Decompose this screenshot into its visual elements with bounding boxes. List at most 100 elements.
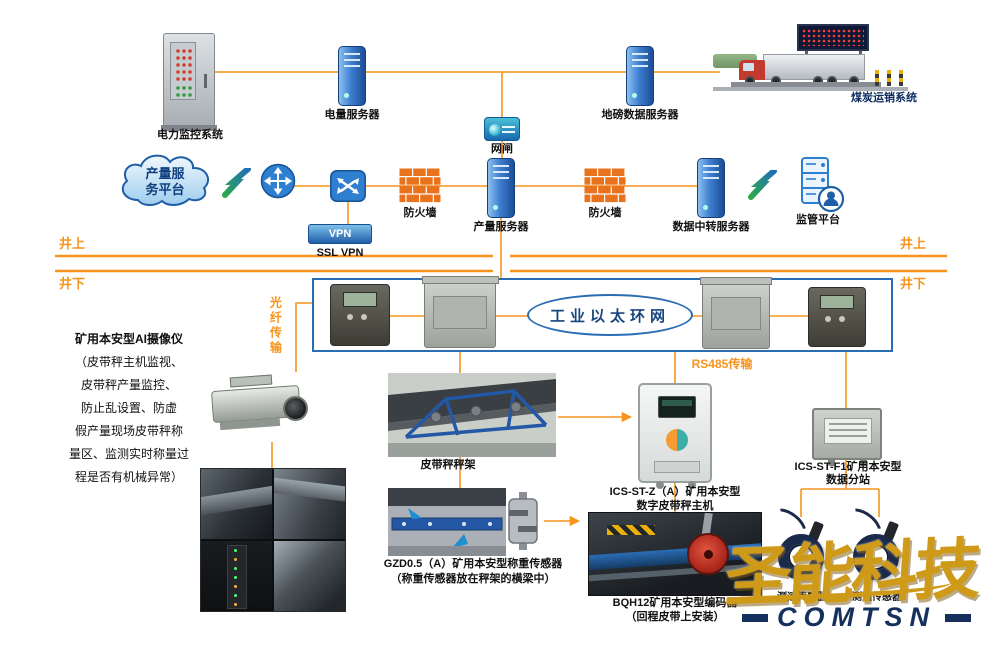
cloud-icon [121,154,209,206]
encoder-wheel [687,533,729,575]
truck-cab [739,60,765,80]
below-ground-left-label: 井下 [58,276,85,291]
cloud-line1: 产量服 [145,166,185,181]
cctv-frame-3 [201,541,272,611]
sensor-ring [778,534,824,580]
main-unit-screen [658,396,696,418]
gateway-label: 网闸 [491,143,513,155]
substation-label-line1: ICS-ST-F1矿用本安型 [794,461,902,473]
firewall2-label: 防火墙 [588,207,622,219]
ground [713,87,908,91]
device-buttons [824,315,831,322]
power-monitor-cabinet-image [161,33,217,131]
device-plate [421,276,499,284]
cloud-line2: 务平台 [145,182,185,198]
above-ground-left-label: 井上 [58,236,85,251]
firewall-icon [399,168,441,203]
barrier-post [899,70,903,86]
cctv-frame-4 [274,541,345,611]
switch-icon [330,170,366,202]
substation-plate [824,418,872,444]
camera-desc-line: 防止乱设置、防虚 [80,401,177,415]
supervision-platform-label: 监管平台 [796,214,840,226]
ring-label: 工业以太环网 [549,307,670,325]
brand-watermark-en: COMTSN [742,602,971,633]
production-server-label: 产量服务器 [473,221,529,233]
encoder-label-line1: BQH12矿用本安型编码器 [612,597,738,609]
device-screen [342,292,378,307]
router-icon [260,163,296,199]
camera-desc-line: 程是否有机械异常） [74,470,183,484]
substation-label-line2: 数据分站 [826,474,870,486]
coal-system-label: 煤炭运销系统 [851,92,917,104]
cabinet-panel [170,42,196,100]
led-display-board [797,24,869,51]
power-server-icon [338,46,366,106]
mine-substation-device-image [330,284,390,346]
belt-scale-frame-image [388,373,556,457]
lightning-icon [748,170,777,200]
vpn-device-text: VPN [328,228,352,240]
cctv-frame-2 [274,469,345,539]
ai-camera-image [208,372,312,442]
weighbridge-platform [731,82,881,87]
load-cell-install-image [388,488,506,556]
barrier-post [887,70,891,86]
relay-server-label: 数据中转服务器 [672,221,750,233]
cable-gland [656,481,664,489]
industrial-ethernet-ring: 工业以太环网 [527,294,693,336]
camera-desc-line: 皮带秤产量监控、 [80,378,177,392]
camera-desc-line: 假产量现场皮带秤称 [74,424,183,438]
mine-substation-device-image [808,287,866,347]
barrier-post [875,70,879,86]
production-server-icon [487,158,515,218]
belt-frame-label: 皮带秤秤架 [420,459,476,471]
mine-switch-device-image [699,277,773,349]
hazard-stripe [607,525,655,535]
belt-scale-main-unit-image [638,383,712,489]
network-gate-device [484,117,520,141]
camera-desc-line: 量区、监测实时称量过 [68,447,189,461]
indicator-lights-red [175,48,193,82]
brand-en-text: COMTSN [777,602,936,632]
cable-gland [860,458,867,466]
device-buttons [347,313,354,320]
cctv-frame-1 [201,469,272,539]
gateway-logo-icon [489,124,501,136]
device-plate [699,277,773,285]
main-unit-label-line1: ICS-ST-Z（A）矿用本安型 [609,486,741,498]
truck-weighbridge-image [713,24,908,100]
power-server-label: 电量服务器 [324,109,380,121]
camera-title: 矿用本安型AI摄像仪 [74,332,183,346]
supervision-platform-icon [801,157,845,213]
weighbridge-server-label: 地磅数据服务器 [601,109,679,121]
cabinet-base [161,125,217,131]
above-ground-right-label: 井上 [899,236,926,251]
encoder-image [588,512,762,596]
main-unit-label-line2: 数字皮带秤主机 [636,500,714,512]
ssl-vpn-label: SSL VPN [316,247,364,259]
firewall-icon [584,168,626,203]
fiber-link-label: 光纤传输 [268,296,283,356]
relay-server-icon [697,158,725,218]
load-cell-label-line2: （称重传感器放在秤架的横梁中） [390,573,556,585]
brand-bar-right [945,613,971,622]
data-substation-image [812,408,882,466]
indicator-lights-green [175,85,193,97]
sensor-ring [853,534,899,580]
load-cell-sensor-image [508,492,538,550]
device-inner-panel [433,295,487,330]
brand-bar-left [742,613,768,622]
load-cell-label-line1: GZD0.5（A）矿用本安型称重传感器 [383,558,563,570]
speed-sensor-image [763,501,833,590]
camera-lens [283,396,308,421]
cabinet-handle [204,74,207,88]
cctv-monitor-grid-image [200,468,346,612]
cable-gland [688,481,696,489]
camera-bracket [229,374,273,388]
device-inner-panel [710,296,762,331]
device-screen [820,294,854,309]
main-unit-logo [666,429,688,451]
rs485-link-label: RS485传输 [691,357,753,371]
